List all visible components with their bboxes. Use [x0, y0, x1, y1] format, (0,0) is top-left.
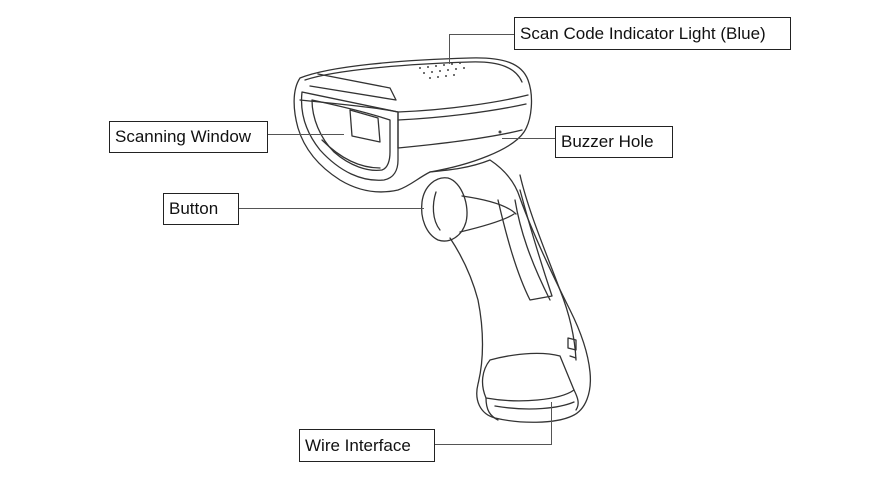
leader-indicator-horizontal — [449, 34, 515, 35]
label-scanning-window-text: Scanning Window — [115, 127, 252, 146]
label-buzzer-hole-text: Buzzer Hole — [561, 132, 654, 151]
leader-indicator-vertical — [449, 34, 450, 64]
leader-button — [238, 208, 424, 209]
leader-buzzer-hole — [502, 138, 556, 139]
label-wire-interface-text: Wire Interface — [305, 435, 411, 455]
label-button-text: Button — [169, 199, 219, 218]
leader-scanning-window — [268, 134, 344, 135]
label-scanning-window: Scanning Window — [109, 121, 268, 153]
buzzer-hole-dot — [498, 130, 502, 134]
label-scan-indicator-text: Scan Code Indicator Light (Blue) — [520, 23, 766, 43]
scanner-head-outline — [293, 57, 533, 193]
trigger-button-outline — [420, 177, 468, 242]
base-outline — [481, 352, 575, 402]
label-buzzer-hole: Buzzer Hole — [555, 126, 673, 158]
label-wire-interface: Wire Interface — [299, 429, 435, 462]
label-scan-indicator-light: Scan Code Indicator Light (Blue) — [514, 17, 791, 50]
indicator-light-dots — [419, 62, 465, 79]
scanner-handle-outline — [429, 159, 592, 423]
scanning-window-outline — [300, 91, 399, 181]
leader-wire-horizontal — [435, 444, 552, 445]
leader-wire-vertical — [551, 402, 552, 444]
label-button: Button — [163, 193, 239, 225]
